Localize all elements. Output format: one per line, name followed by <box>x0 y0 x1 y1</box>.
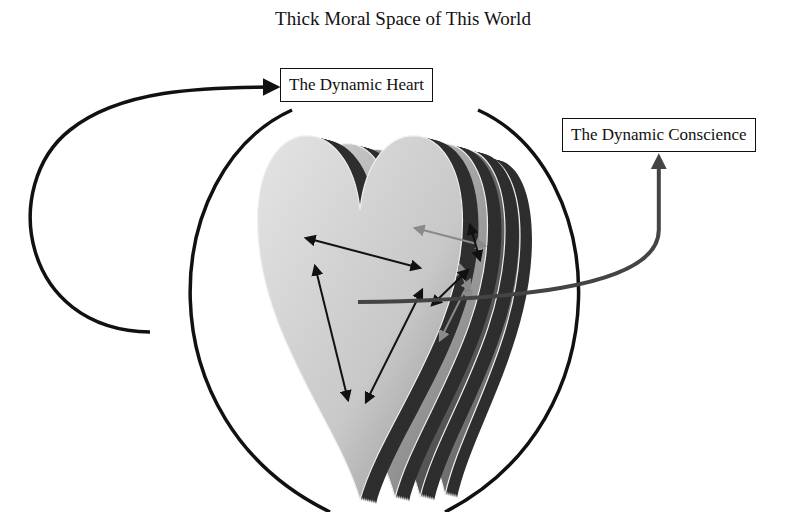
conscience-arrow <box>358 158 659 302</box>
title: Thick Moral Space of This World <box>0 8 806 30</box>
black-arrow <box>470 225 480 260</box>
box-label: The Dynamic Heart <box>289 75 424 95</box>
label-box: The Dynamic Heart <box>280 68 433 102</box>
space-arc <box>190 110 330 512</box>
heart-layer <box>258 136 479 504</box>
loop-arrow <box>30 87 277 332</box>
black-arrow <box>315 266 348 400</box>
black-arrow <box>366 290 422 402</box>
grey-arrow <box>460 265 470 300</box>
grey-arrow <box>440 280 470 340</box>
heart-face <box>258 136 463 500</box>
space-arc <box>445 110 579 512</box>
box-label: The Dynamic Conscience <box>571 125 747 145</box>
black-arrow <box>306 238 420 268</box>
label-box: The Dynamic Conscience <box>562 118 756 152</box>
